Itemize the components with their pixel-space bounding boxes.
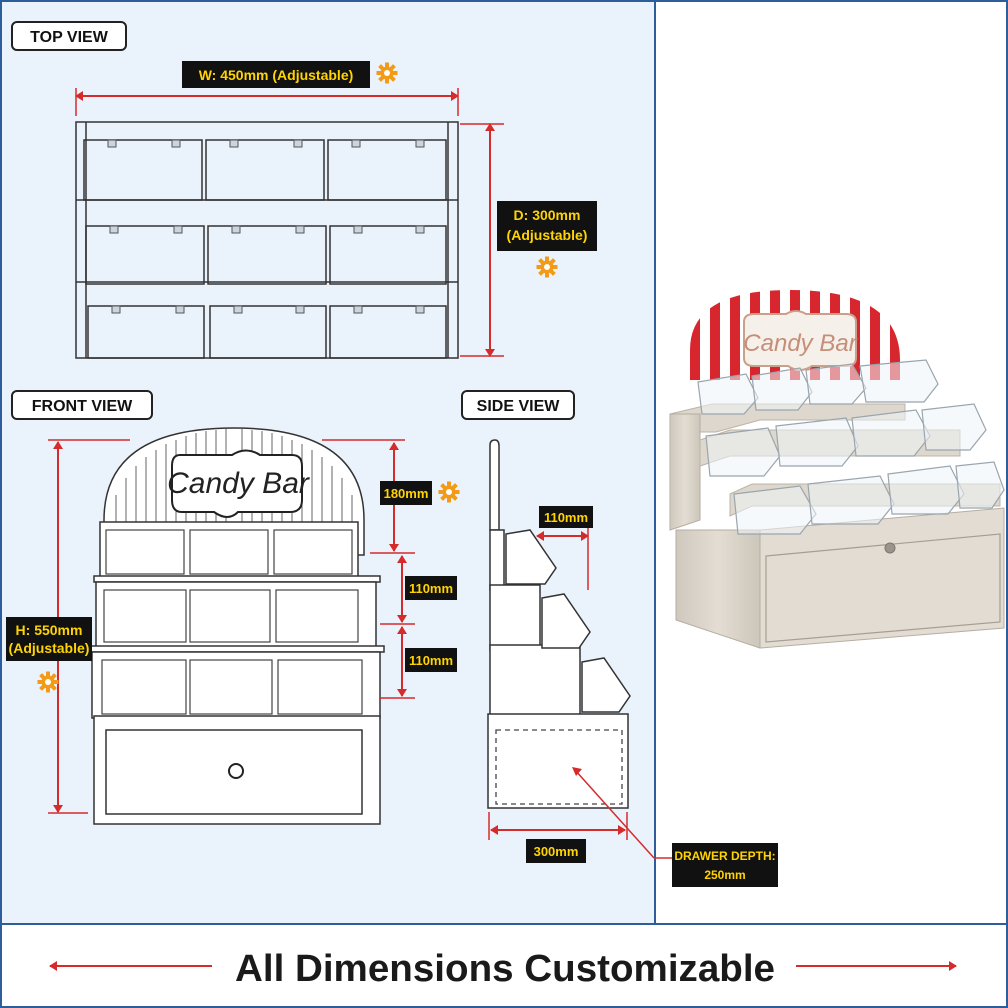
front-view-label: FRONT VIEW xyxy=(32,398,133,415)
side-view: SIDE VIEW 110mm 300mm DRAWER DEPTH: 250m… xyxy=(461,390,778,887)
depth-dimension-label: D: 300mm xyxy=(514,207,581,223)
sign-text-front: Candy Bar xyxy=(167,467,310,500)
footer-banner: All Dimensions Customizable xyxy=(49,948,957,990)
drawer-depth-value: 250mm xyxy=(704,868,745,882)
footer-text: All Dimensions Customizable xyxy=(235,948,775,990)
tier-1-height-label: 110mm xyxy=(409,581,453,596)
drawer-knob-icon xyxy=(884,542,896,554)
gear-icon xyxy=(536,256,558,278)
product-render: Candy Bar xyxy=(669,290,1005,649)
gear-icon xyxy=(376,62,398,84)
height-dimension-label: H: 550mm xyxy=(16,622,83,638)
top-view: TOP VIEW W: 450mm (Adjustable) xyxy=(11,21,597,359)
height-dimension-note: (Adjustable) xyxy=(9,640,90,656)
gear-icon xyxy=(37,671,59,693)
width-dimension-label: W: 450mm (Adjustable) xyxy=(199,67,354,83)
sign-height-label: 180mm xyxy=(384,486,429,501)
side-view-label: SIDE VIEW xyxy=(477,398,561,415)
tier-2-height-label: 110mm xyxy=(409,653,453,668)
depth-dimension-note: (Adjustable) xyxy=(507,227,588,243)
side-depth-label: 300mm xyxy=(534,844,579,859)
drawer-knob-icon xyxy=(228,763,244,779)
top-view-label: TOP VIEW xyxy=(30,29,109,46)
gear-icon xyxy=(438,481,460,503)
side-tier-label: 110mm xyxy=(544,510,588,525)
drawer-depth-label: DRAWER DEPTH: xyxy=(674,849,775,863)
sign-text-render: Candy Bar xyxy=(743,330,857,357)
front-view: FRONT VIEW Candy Bar xyxy=(6,390,460,825)
